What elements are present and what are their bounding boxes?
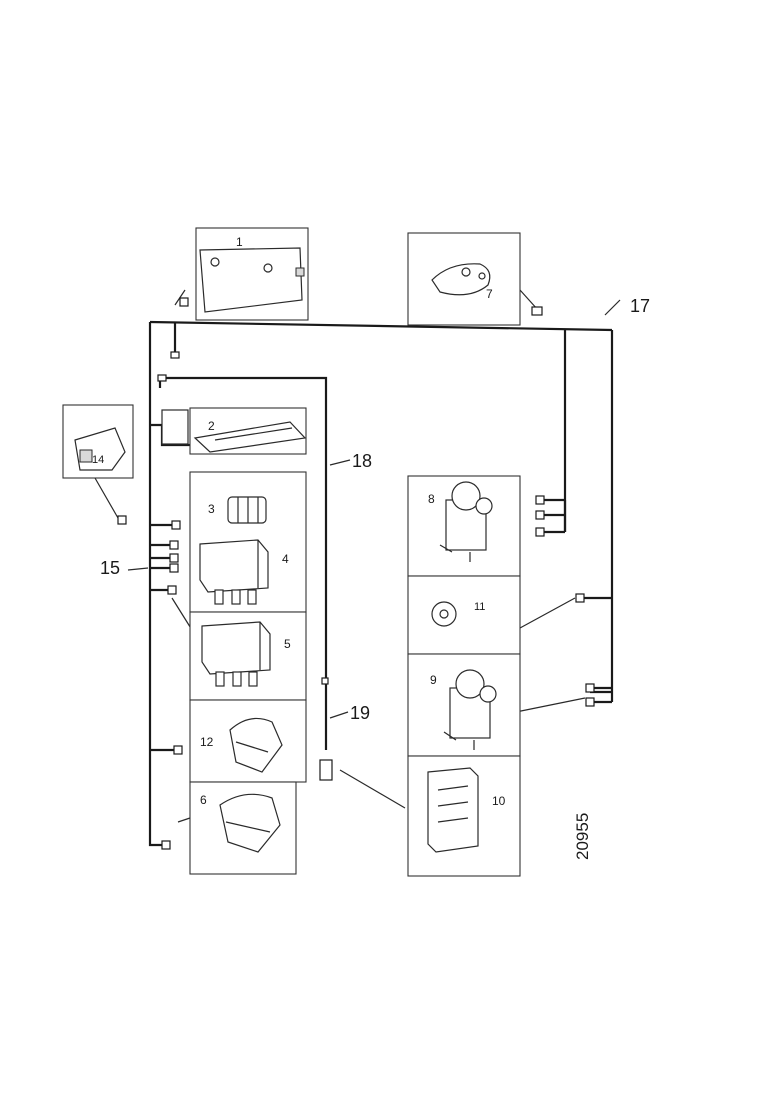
callout-1: 1 [236,235,243,249]
callout-9: 9 [430,673,437,687]
component-7-sensor [431,263,491,296]
leader-lines [94,289,621,823]
callout-5: 5 [284,637,291,651]
component-14-connector [74,427,126,471]
callout-15: 15 [100,558,120,578]
connector-plugs [117,297,595,850]
callout-8: 8 [428,492,435,506]
component-10-control-unit [427,767,479,853]
component-1-bracket [199,247,305,313]
callout-18: 18 [352,451,372,471]
callout-4: 4 [282,552,289,566]
component-3-small-relay [227,496,267,524]
callout-17: 17 [630,296,650,316]
callout-labels: 1 7 14 2 3 4 5 12 6 15 17 18 19 8 11 9 1… [92,235,650,860]
component-4-relay [199,539,269,605]
callout-11: 11 [474,601,485,613]
callout-7: 7 [486,287,493,301]
callout-3: 3 [208,502,215,516]
callout-10: 10 [492,794,506,808]
callout-19: 19 [350,703,370,723]
component-12-switch [229,717,283,773]
component-6-switch [219,793,281,853]
callout-12: 12 [200,735,214,749]
callout-14: 14 [92,454,104,466]
component-8-valve [439,481,493,562]
callout-6: 6 [200,793,207,807]
component-11-sensor [431,601,457,627]
harness-wires [148,320,614,847]
callout-2: 2 [208,419,215,433]
figure-number: 20955 [573,813,592,860]
component-2-fuse-strip [161,409,307,453]
component-5-relay [201,621,271,687]
component-9-valve [443,669,497,750]
